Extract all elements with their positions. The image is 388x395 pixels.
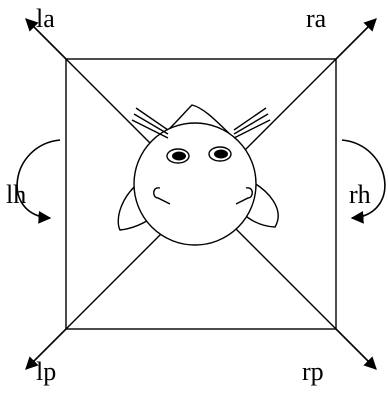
curved-arrow-left — [16, 139, 61, 224]
label-top-left: la — [36, 4, 55, 33]
label-right: rh — [349, 180, 371, 209]
ear-marks — [153, 187, 253, 205]
curved-arrow-right — [341, 139, 386, 224]
arrow-bottom-left — [25, 328, 67, 370]
corner-arrows — [25, 18, 377, 370]
arrow-top-left — [25, 18, 67, 60]
label-bottom-left: lp — [36, 357, 56, 386]
arrow-top-right — [335, 18, 377, 60]
mouse-body — [133, 122, 257, 246]
arrow-bottom-right — [335, 328, 377, 370]
whiskers — [131, 107, 271, 139]
curved-arrows — [16, 139, 386, 224]
label-left: lh — [6, 180, 26, 209]
mouse-top-view-icon — [117, 104, 279, 246]
square-outline — [65, 58, 337, 330]
eyes — [166, 146, 232, 164]
label-bottom-right: rp — [302, 357, 324, 386]
label-top-right: ra — [306, 4, 327, 33]
